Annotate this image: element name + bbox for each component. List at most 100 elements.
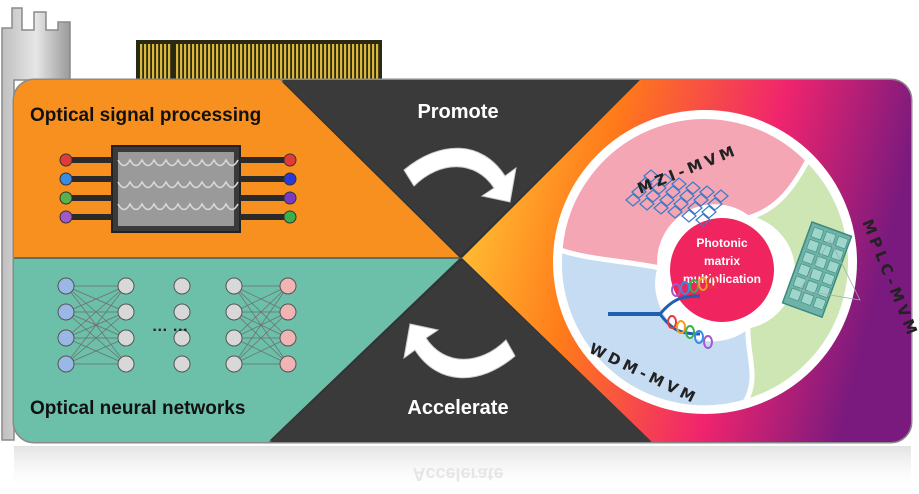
nn-edge xyxy=(65,285,127,339)
connector-pin xyxy=(208,44,211,80)
input-port-icon xyxy=(59,153,73,167)
accelerate-arrow-icon xyxy=(403,323,516,379)
mzi-cell xyxy=(665,185,681,199)
connector-pin xyxy=(148,44,151,80)
connector-pin xyxy=(372,44,375,80)
connector-pin xyxy=(152,44,155,80)
connector-pin xyxy=(308,44,311,80)
mzi-cell xyxy=(685,181,701,195)
connector-pin xyxy=(216,44,219,80)
mzi-cell xyxy=(671,177,687,191)
mplc-cell xyxy=(800,292,815,306)
wdm-segment xyxy=(556,246,755,411)
connector-pin xyxy=(200,44,203,80)
connector-pin xyxy=(364,44,367,80)
mzi-cell xyxy=(693,193,709,207)
mzi-cell xyxy=(651,181,667,195)
connector-pin xyxy=(144,44,147,80)
nn-node xyxy=(173,303,191,321)
mplc-cell xyxy=(821,272,836,286)
mzi-cell xyxy=(699,185,715,199)
connector-pin xyxy=(368,44,371,80)
mplc-plate-icon xyxy=(781,221,853,319)
nn-edge xyxy=(233,285,289,339)
connector-pin xyxy=(260,44,263,80)
wdm-ring xyxy=(676,320,686,334)
mzi-cell xyxy=(707,197,723,211)
nn-node xyxy=(225,329,243,347)
connector-pin xyxy=(168,44,171,80)
mzi-cell xyxy=(679,189,695,203)
wdm-ring xyxy=(689,279,699,293)
nn-node xyxy=(57,329,75,347)
connector-pin xyxy=(204,44,207,80)
center-line-3: multiplication xyxy=(683,272,761,286)
nn-node xyxy=(57,303,75,321)
nn-node xyxy=(57,355,75,373)
connector-pin xyxy=(140,44,143,80)
mplc-cell xyxy=(797,263,811,277)
connector-pin xyxy=(360,44,363,80)
connector-pin xyxy=(244,44,247,80)
reflection xyxy=(14,446,911,492)
mzi-cell xyxy=(687,201,703,215)
mzi-cell xyxy=(637,177,653,191)
mzi-mesh-icon xyxy=(625,169,729,227)
wdm-ring xyxy=(698,277,708,291)
connector-pin xyxy=(188,44,191,80)
nn-ellipsis: … … xyxy=(152,318,188,335)
connector-pin xyxy=(340,44,343,80)
mplc-cell xyxy=(788,287,802,302)
connector-pin xyxy=(240,44,243,80)
input-port-icon xyxy=(59,210,73,224)
mzi-cell xyxy=(681,209,697,223)
bottom-dark-triangle xyxy=(270,260,652,442)
wdm-ring xyxy=(707,275,717,289)
mplc-cell xyxy=(835,235,849,250)
input-port-icon xyxy=(59,172,73,186)
connector-pin xyxy=(180,44,183,80)
mzi-cell xyxy=(667,205,683,219)
connector-pin xyxy=(212,44,215,80)
connector-pin xyxy=(252,44,255,80)
wdm-ring xyxy=(685,325,695,339)
top-dark-triangle xyxy=(282,80,640,256)
center-line-1: Photonic xyxy=(696,236,748,250)
connector-pin xyxy=(228,44,231,80)
mplc-cell xyxy=(806,238,820,253)
mplc-cell xyxy=(822,231,837,245)
optical-chip-icon xyxy=(59,145,297,233)
connector-pin xyxy=(300,44,303,80)
mzi-cell xyxy=(695,213,711,227)
mzi-cell xyxy=(673,197,689,211)
nn-node xyxy=(225,303,243,321)
connector-pin xyxy=(376,44,379,80)
accelerate-label: Accelerate xyxy=(407,397,508,419)
connector-pin xyxy=(156,44,159,80)
connector-pin xyxy=(348,44,351,80)
output-port-icon xyxy=(283,210,297,224)
promote-arrow-icon xyxy=(403,147,517,203)
nn-node xyxy=(279,329,297,347)
connector-pin xyxy=(276,44,279,80)
nn-edge xyxy=(65,311,127,365)
connector-pin xyxy=(296,44,299,80)
promote-label: Promote xyxy=(417,101,498,123)
reflection-label: Accelerate xyxy=(412,464,503,484)
output-port-icon xyxy=(283,191,297,205)
neural-network-nodes xyxy=(57,277,297,373)
mzi-cell xyxy=(713,189,729,203)
connector-pin xyxy=(256,44,259,80)
connector-pin xyxy=(288,44,291,80)
nn-node xyxy=(173,277,191,295)
nn-edge xyxy=(65,285,127,313)
mzi-cell xyxy=(659,193,675,207)
connector-pin xyxy=(236,44,239,80)
neural-networks-title: Optical neural networks xyxy=(30,398,245,419)
nn-node xyxy=(173,329,191,347)
connector-pin xyxy=(352,44,355,80)
mplc-cell xyxy=(826,260,840,274)
output-port-icon xyxy=(283,172,297,186)
wdm-fiber-icon xyxy=(608,275,717,349)
